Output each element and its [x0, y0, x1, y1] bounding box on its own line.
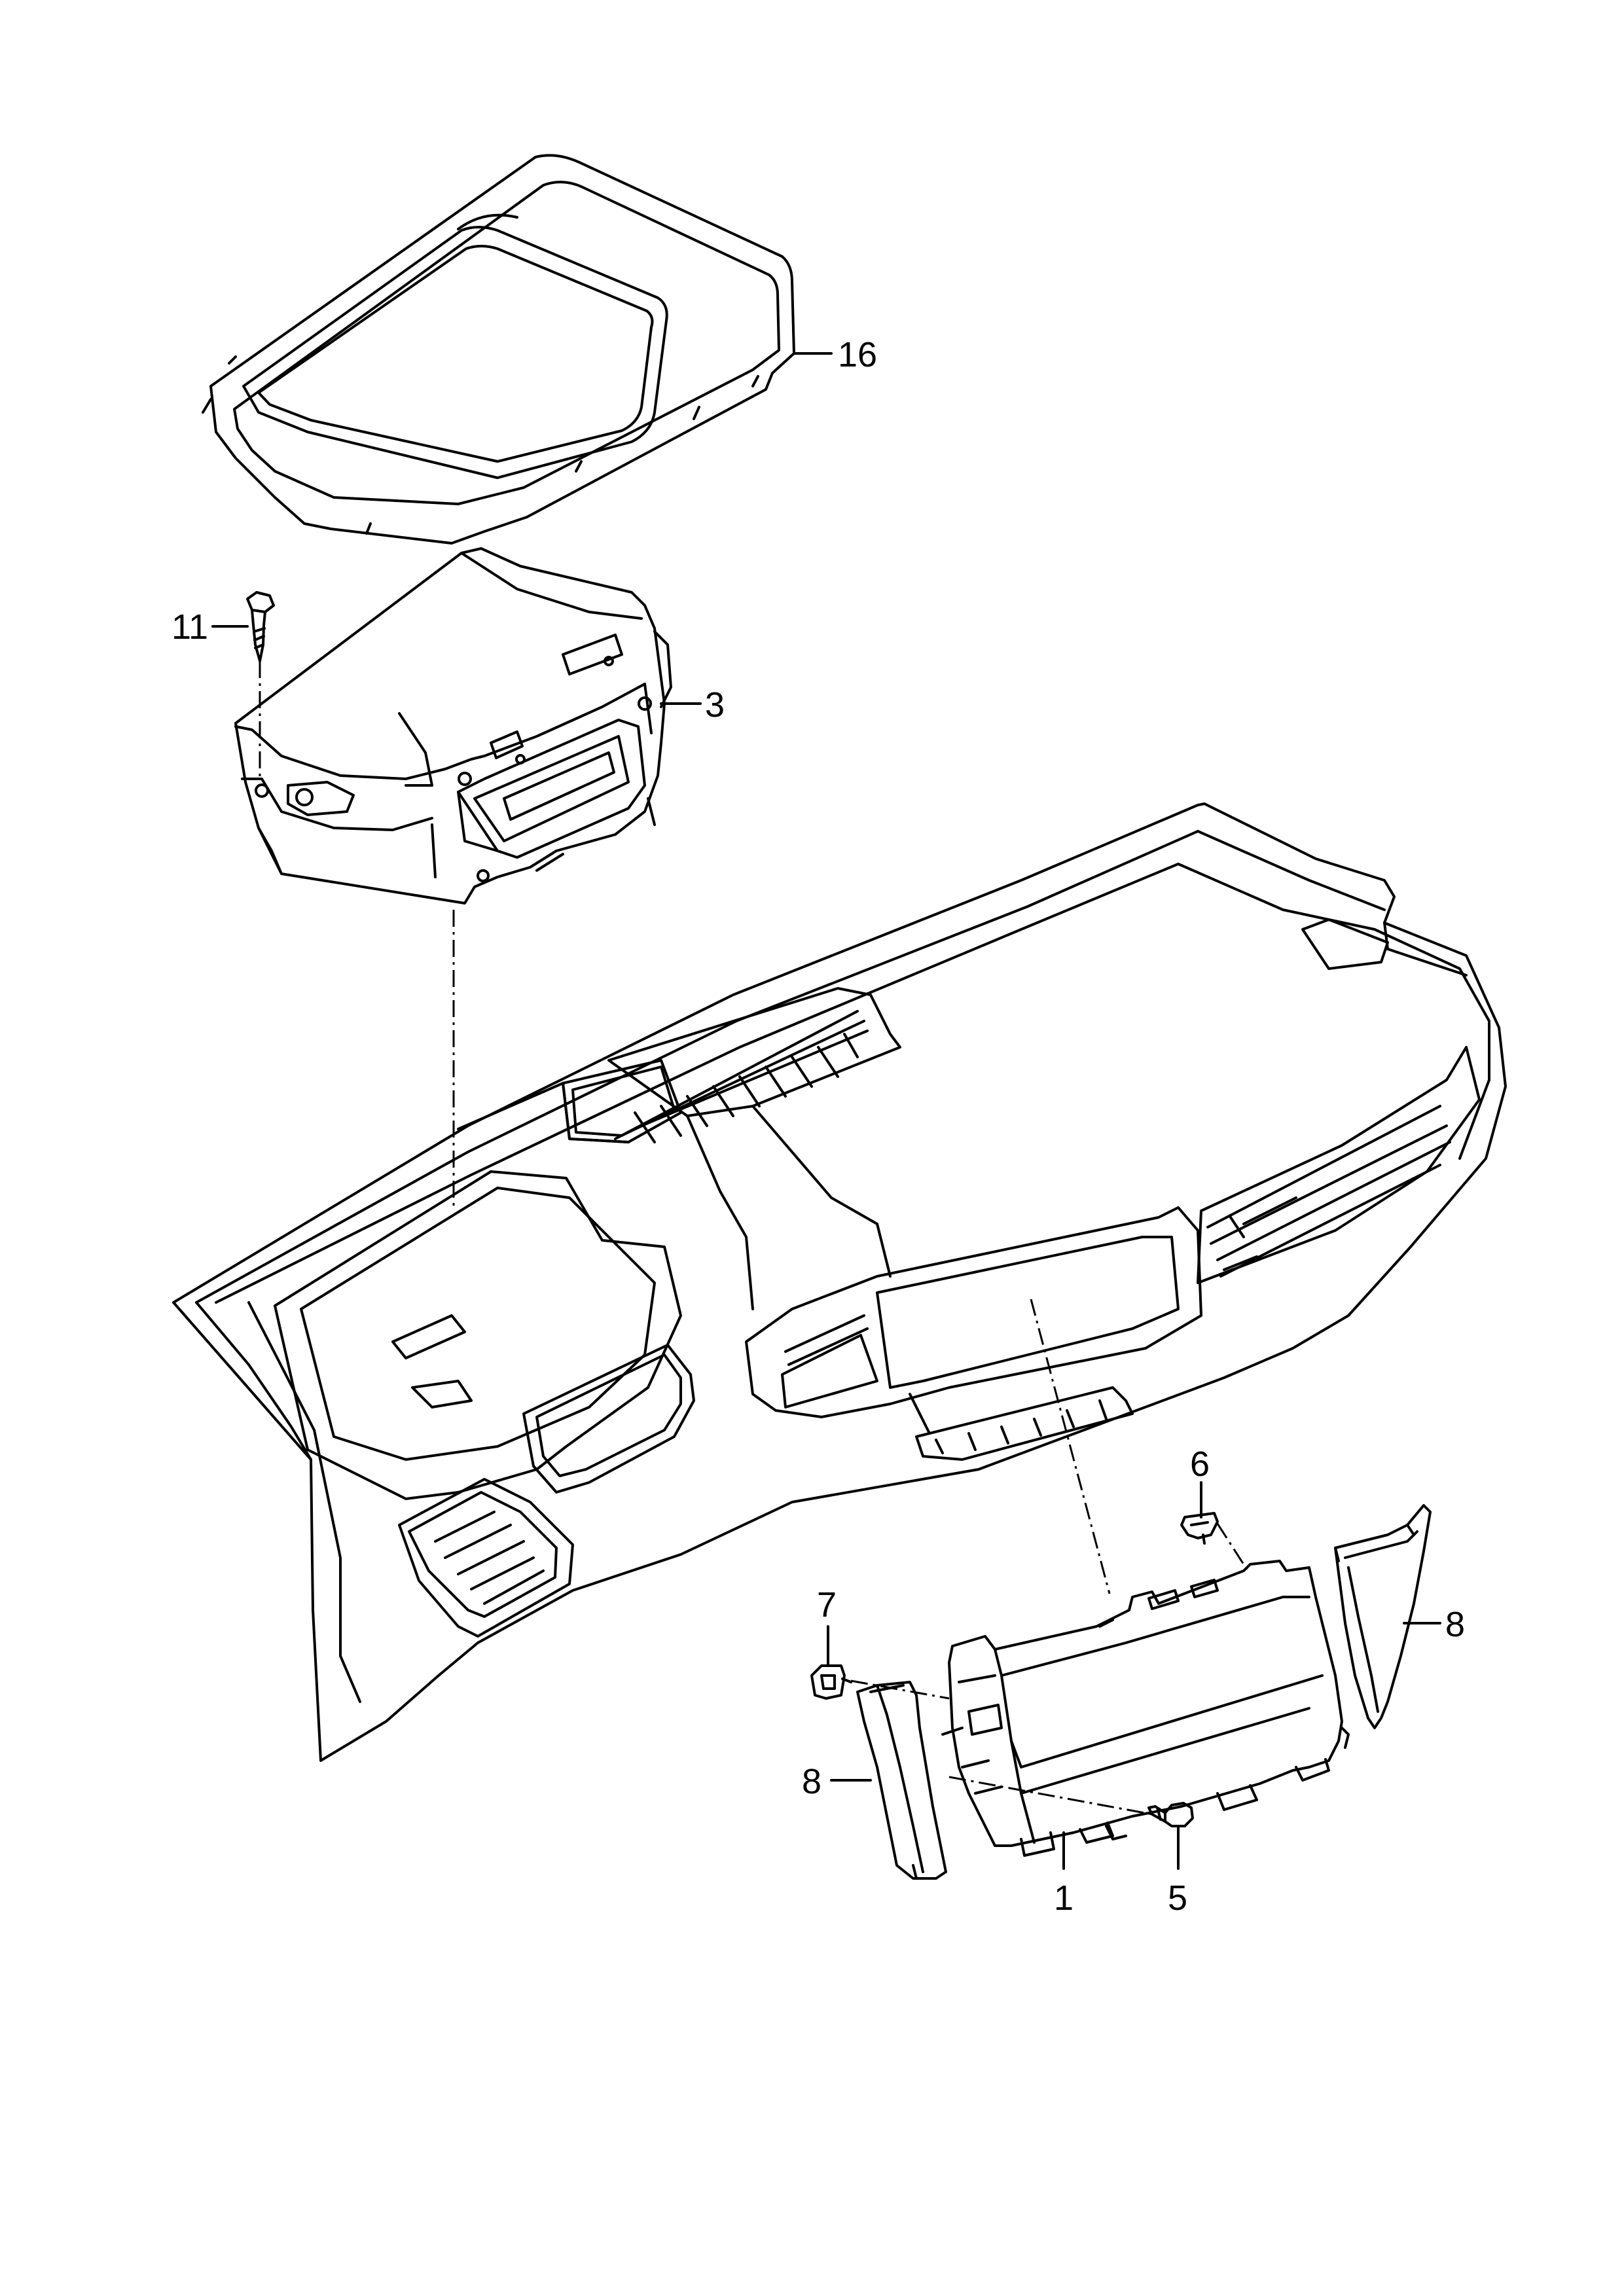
callout-3: 3 [705, 685, 725, 725]
display-unit-part-1 [941, 1560, 1350, 1857]
callout-8-right: 8 [1445, 1605, 1465, 1644]
callout-16: 16 [838, 335, 877, 374]
screw-part-11 [246, 591, 275, 662]
callout-11: 11 [171, 607, 208, 647]
alignment-line-display [1030, 1299, 1111, 1594]
callout-5: 5 [1168, 1878, 1187, 1918]
clip-part-7 [810, 1664, 852, 1700]
side-trim-part-8-left [856, 1681, 947, 1880]
clip-part-6 [1180, 1512, 1219, 1545]
instrument-cluster-part-3 [234, 547, 672, 905]
alignment-line-screw-5 [948, 1776, 1153, 1816]
callout-8-left: 8 [802, 1762, 821, 1801]
callout-6: 6 [1190, 1444, 1210, 1484]
screw-part-5 [1147, 1802, 1194, 1827]
callout-1: 1 [1054, 1878, 1074, 1918]
side-trim-part-8-right [1334, 1504, 1432, 1729]
callout-7: 7 [817, 1585, 837, 1624]
alignment-line-clip-7 [850, 1679, 950, 1700]
alignment-line-clip-6 [1216, 1523, 1248, 1570]
cluster-cover-part-16 [202, 154, 795, 545]
dashboard-assembly [172, 802, 1507, 1762]
